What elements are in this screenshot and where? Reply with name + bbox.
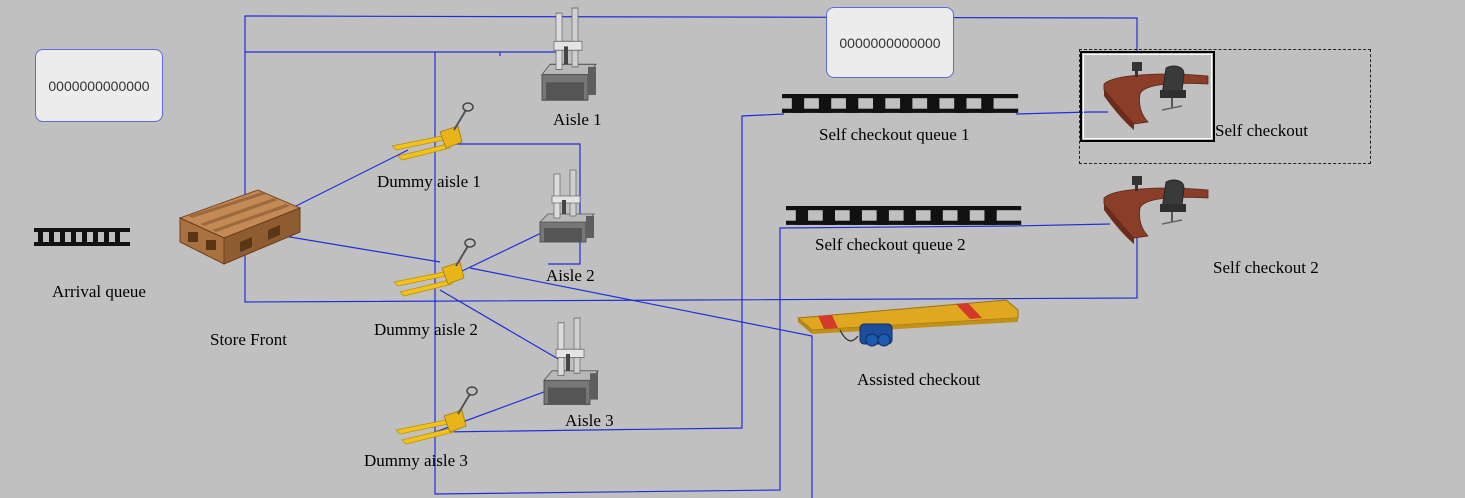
- aisle-3-label: Aisle 3: [565, 411, 614, 430]
- selection-frame: [1080, 51, 1215, 142]
- counter-display-top[interactable]: 0000000000000: [826, 7, 954, 78]
- pallet-icon[interactable]: [178, 189, 302, 265]
- self-checkout-queue-1-label: Self checkout queue 1: [819, 125, 970, 144]
- dummy-aisle-1-label: Dummy aisle 1: [377, 172, 481, 191]
- store-front-label: Store Front: [210, 330, 287, 349]
- assisted-checkout-conveyor-icon[interactable]: [796, 299, 1019, 347]
- self-checkout-label: Self checkout: [1215, 121, 1308, 140]
- self-checkout-2-desk-icon[interactable]: [1103, 175, 1209, 245]
- aisle-2-machine-icon[interactable]: [539, 169, 595, 243]
- aisle-2-label: Aisle 2: [546, 266, 595, 285]
- self-checkout-queue-2-icon[interactable]: [786, 206, 1022, 225]
- aisle-1-machine-icon[interactable]: [541, 7, 597, 101]
- counter-display-left[interactable]: 0000000000000: [35, 49, 163, 122]
- aisle-1-label: Aisle 1: [553, 110, 602, 129]
- arrival-queue-label: Arrival queue: [52, 282, 146, 301]
- connector-lines: [244, 15, 1138, 498]
- self-checkout-2-label: Self checkout 2: [1213, 258, 1319, 277]
- self-checkout-queue-2-label: Self checkout queue 2: [815, 235, 966, 254]
- dummy-aisle-3-jack-icon[interactable]: [395, 386, 478, 445]
- arrival-queue-icon[interactable]: [34, 228, 130, 246]
- dummy-aisle-3-label: Dummy aisle 3: [364, 451, 468, 470]
- dummy-aisle-2-label: Dummy aisle 2: [374, 320, 478, 339]
- assisted-checkout-label: Assisted checkout: [857, 370, 981, 389]
- selection-dashed-frame: [1079, 49, 1371, 164]
- aisle-3-machine-icon[interactable]: [543, 317, 599, 405]
- self-checkout-queue-1-icon[interactable]: [782, 94, 1019, 113]
